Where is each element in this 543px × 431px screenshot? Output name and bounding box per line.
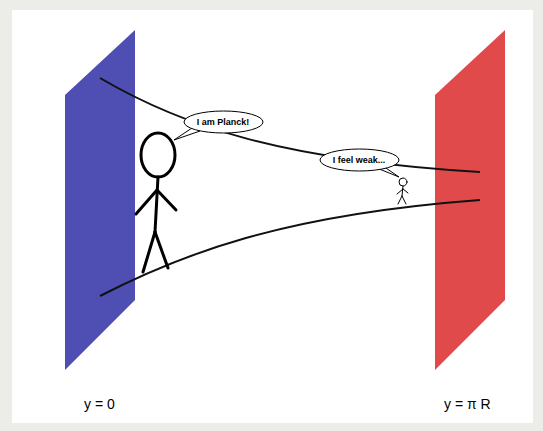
speech-text: I am Planck! [197, 117, 250, 128]
axis-label: y = π R [444, 396, 491, 412]
bubble-ellipse [320, 149, 399, 171]
white-ground [12, 10, 533, 423]
axis-label: y = 0 [84, 396, 115, 412]
speech-text: I feel weak... [333, 155, 386, 166]
bubble-ellipse [184, 111, 263, 133]
speech-bubble: I feel weak... [319, 148, 400, 172]
big-stick-figure [136, 133, 176, 272]
small-stick-figure [397, 178, 408, 204]
speech-bubble: I am Planck! [183, 110, 264, 134]
blue-brane [65, 30, 135, 370]
